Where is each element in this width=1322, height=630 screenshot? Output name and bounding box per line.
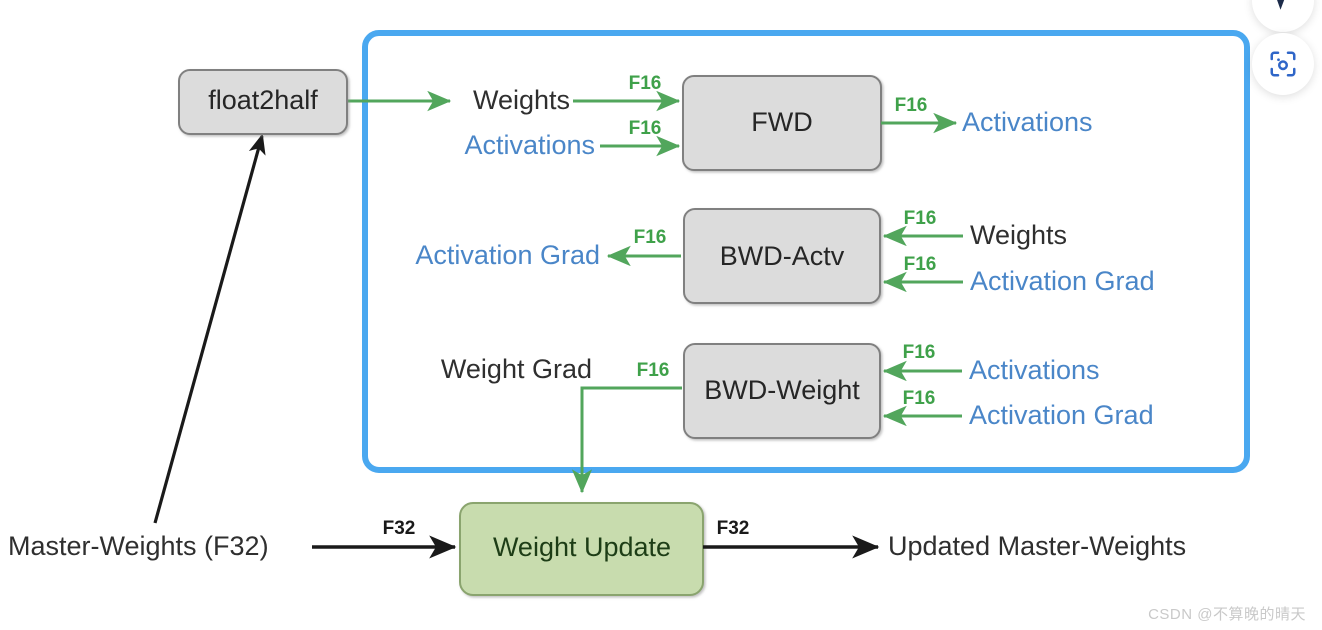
edge-label-fwd-activations: F16 [629, 118, 662, 139]
text-activations-in: Activations [464, 130, 595, 160]
edge-master-weights-to-float2half [153, 133, 266, 524]
text-weight-grad: Weight Grad [441, 354, 592, 384]
fp16-region-container [362, 30, 1250, 473]
text-activation-grad-bwd-actv: Activation Grad [970, 266, 1155, 296]
text-activations-out: Activations [962, 107, 1093, 137]
text-master-weights: Master-Weights (F32) [8, 531, 269, 561]
node-bwd-weight[interactable] [683, 343, 881, 439]
node-bwd-actv[interactable] [683, 208, 881, 304]
text-activations-bwd-weight: Activations [969, 355, 1100, 385]
text-weights-in: Weights [473, 85, 570, 115]
edge-label-bwdweight-out: F16 [637, 360, 670, 381]
edge-label-bwdactv-grad: F16 [904, 254, 937, 275]
edge-label-fwd-weights: F16 [629, 73, 662, 94]
edge-label-bwdweight-activations: F16 [903, 342, 936, 363]
watermark: CSDN @不算晚的晴天 [1148, 606, 1306, 623]
edge-label-bwdactv-out: F16 [634, 227, 667, 248]
text-weights-bwd-actv: Weights [970, 220, 1067, 250]
cursor-icon [1277, 0, 1285, 10]
node-fwd-label: FWD [751, 107, 812, 137]
edge-label-fwd-out: F16 [895, 95, 928, 116]
text-activation-grad-out: Activation Grad [415, 240, 600, 270]
edge-label-update-out: F32 [717, 518, 750, 539]
scan-icon [1270, 51, 1296, 77]
node-bwd-actv-label: BWD-Actv [720, 241, 845, 271]
text-activation-grad-bwd-weight: Activation Grad [969, 400, 1154, 430]
edge-label-bwdweight-grad: F16 [903, 388, 936, 409]
edge-label-update-in: F32 [383, 518, 416, 539]
edge-bwdweight-to-weight-update [571, 386, 682, 494]
node-weight-update[interactable] [459, 502, 704, 596]
node-weight-update-label: Weight Update [493, 532, 671, 562]
scan-button[interactable] [1252, 33, 1314, 95]
text-updated-master-weights: Updated Master-Weights [888, 531, 1186, 561]
node-float2half-label: float2half [208, 85, 318, 115]
node-float2half[interactable] [178, 69, 348, 135]
edge-label-bwdactv-weights: F16 [904, 208, 937, 229]
node-bwd-weight-label: BWD-Weight [704, 375, 860, 405]
